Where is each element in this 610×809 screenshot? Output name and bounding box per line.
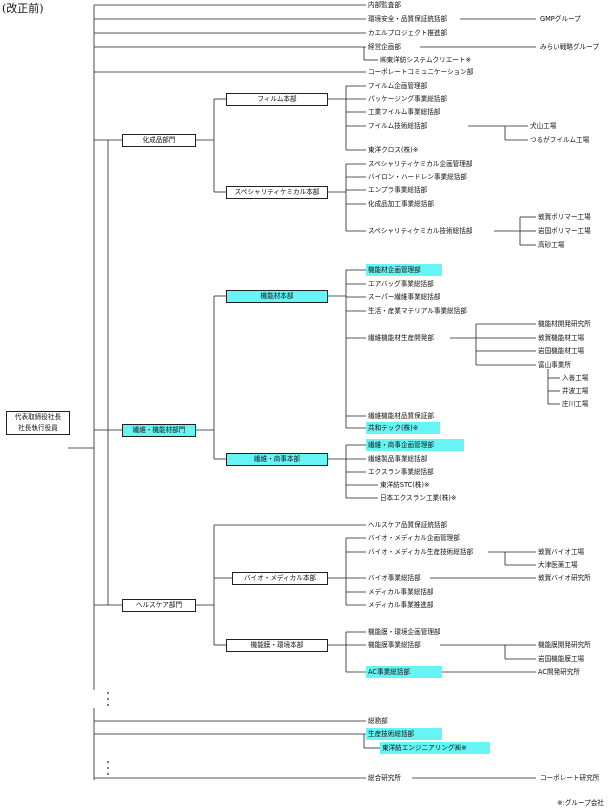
membrane-site: 機能膜開発研究所 [538, 641, 591, 649]
unit-trading-planning: 繊維・商事企画管理部 [366, 439, 464, 451]
specialty-unit: スペシャリティケミカル企画管理部 [368, 160, 473, 168]
functional-unit: エアバッグ事業総括部 [368, 280, 434, 288]
specialty-unit: バイロン・ハードレン事業総括部 [368, 173, 467, 181]
trading-company: 日本エクスラン工業(株)※ [380, 494, 457, 502]
unit-ac-lab: AC開発研究所 [538, 668, 580, 676]
specialty-unit: エンプラ事業総括部 [368, 186, 428, 194]
hq-specialty-chemical: スペシャリティケミカル本部 [226, 186, 328, 199]
film-unit: 工業フイルム事業総括部 [368, 108, 441, 116]
specialty-unit: 化成品加工事業総括部 [368, 200, 434, 208]
unit-mgmt-planning: 経営企画部 [368, 43, 401, 51]
specialty-plant: 岩国ポリマー工場 [538, 227, 591, 235]
membrane-site: 岩国機能膜工場 [538, 655, 585, 663]
functional-unit: 生活・産業マテリアル事業総括部 [368, 307, 467, 315]
unit-internal-audit: 内部監査部 [368, 1, 401, 9]
fiber-site: 機能材開発研究所 [538, 320, 591, 328]
continuation-dots [107, 692, 109, 775]
specialty-unit: スペシャリティケミカル技術総括部 [368, 227, 473, 235]
fiber-site: 富山事業所 [538, 361, 571, 369]
unit-gmp-group: GMPグループ [540, 15, 581, 23]
unit-research: 総合研究所 [368, 774, 401, 782]
film-unit: パッケージング事業総括部 [368, 95, 447, 103]
film-plant: つるがフイルム工場 [530, 136, 590, 144]
bio-plant: 敦賀バイオ工場 [538, 548, 585, 556]
unit-kaeru-project: カエルプロジェクト推進部 [368, 29, 448, 37]
unit-toyo-system: ㈱東洋紡システムクリエート※ [380, 56, 472, 64]
page-title: (改正前) [2, 2, 44, 15]
trading-unit: 繊維製品事業総括部 [368, 455, 428, 463]
hq-bio-medical: バイオ・メディカル本部 [232, 572, 328, 585]
unit-toyo-cloth: 東洋クロス(株)※ [368, 146, 419, 154]
unit-fiber-dev: 繊維機能材生産開発部 [368, 334, 434, 342]
unit-production-tech: 生産技術総括部 [366, 728, 442, 740]
bio-other: メディカル事業総括部 [368, 588, 434, 596]
bio-plant: 大津医薬工場 [538, 561, 578, 569]
unit-ac-business: AC事業総括部 [366, 666, 442, 678]
division-healthcare: ヘルスケア部門 [122, 599, 196, 612]
unit-hc-quality: ヘルスケア品質保証統括部 [368, 521, 448, 529]
unit-env-quality: 環境安全・品質保証統括部 [368, 15, 448, 23]
unit-bio-lab: 敦賀バイオ研究所 [538, 574, 591, 582]
unit-membrane-planning: 機能膜・環境企画管理部 [368, 628, 441, 636]
hq-film: フィルム本部 [226, 93, 328, 106]
unit-corp-comm: コーポレートコミュニケーション部 [368, 68, 474, 76]
bio-unit: バイオ・メディカル生産技術総括部 [368, 548, 474, 556]
footnote: ※:グループ会社 [557, 799, 604, 807]
bio-other: メディカル事業推進部 [368, 601, 434, 609]
unit-mirai-group: みらい戦略グループ [540, 43, 599, 51]
hq-fiber-trading: 繊維・商事本部 [226, 453, 328, 466]
film-unit: フイルム企画管理部 [368, 82, 428, 90]
bio-unit: バイオ・メディカル企画管理部 [368, 534, 460, 542]
toyama-plant: 入善工場 [562, 374, 589, 382]
toyama-plant: 井波工場 [562, 387, 589, 395]
hq-membrane-env: 機能膜・環境本部 [226, 639, 328, 652]
ceo-box: 代表取締役社長 社長執行役員 [6, 411, 70, 435]
fiber-site: 岩国機能材工場 [538, 347, 585, 355]
specialty-plant: 敦賀ポリマー工場 [538, 213, 591, 221]
unit-fiber-quality: 繊維機能材品質保証部 [368, 412, 434, 420]
division-fiber: 繊維・機能材部門 [122, 424, 196, 437]
functional-unit: スーパー繊維事業総括部 [368, 293, 441, 301]
ceo-subtitle: 社長執行役員 [18, 424, 58, 432]
division-chemical: 化成品部門 [122, 134, 196, 147]
ceo-title: 代表取締役社長 [14, 413, 62, 421]
unit-bio-business: バイオ事業総括部 [368, 574, 421, 582]
hq-functional-materials: 機能材本部 [226, 290, 328, 303]
unit-toyo-engineering: 東洋紡エンジニアリング㈱※ [380, 742, 490, 754]
specialty-plant: 高砂工場 [538, 241, 565, 249]
trading-unit: エクスラン事業総括部 [368, 468, 434, 476]
toyama-plant: 庄川工場 [562, 400, 589, 408]
unit-corp-lab: コーポレート研究所 [540, 774, 600, 782]
unit-general-affairs: 総務部 [368, 717, 388, 725]
trading-company: 東洋紡STC(株)※ [380, 481, 430, 489]
unit-kyowa-tech: 共和テック(株)※ [366, 422, 440, 434]
film-unit: フイルム技術総括部 [368, 122, 428, 130]
unit-membrane-business: 機能膜事業総括部 [368, 641, 421, 649]
unit-functional-planning: 機能材企画管理部 [366, 264, 442, 276]
fiber-site: 敦賀機能材工場 [538, 334, 585, 342]
film-plant: 犬山工場 [530, 122, 557, 130]
